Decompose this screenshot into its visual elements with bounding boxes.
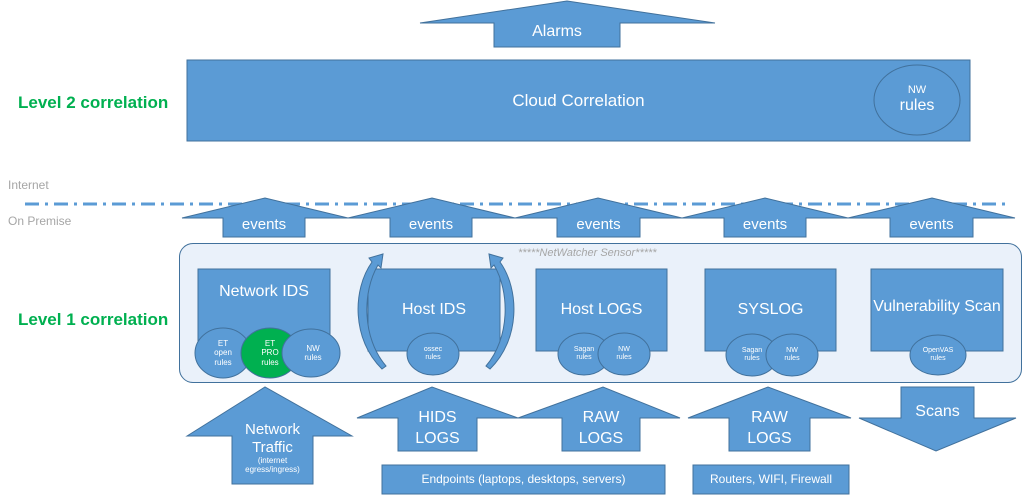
raw-logs-host-arrow xyxy=(517,386,681,452)
events-label-4: events xyxy=(742,216,788,234)
ossec-rules: ossec rules xyxy=(410,340,456,368)
nw-rules-ellipse-hostlogs xyxy=(597,332,651,376)
network-traffic-label: Network Traffic (internet egress/ingress… xyxy=(232,413,313,483)
network-traffic-sub2: egress/ingress) xyxy=(245,464,300,474)
ossec-rules-ellipse xyxy=(406,332,460,376)
openvas-rules: OpenVAS rules xyxy=(912,341,964,369)
scans-label: Scans xyxy=(915,402,960,420)
nw-rules-hostlogs: NW rules xyxy=(601,340,647,368)
hids-logs-arrow xyxy=(356,386,519,452)
events-arrow-2 xyxy=(347,197,516,238)
curved-arrow-right-icon xyxy=(485,253,515,370)
events-arrow-4 xyxy=(681,197,849,238)
events-label-3: events xyxy=(576,216,621,234)
network-traffic-arrow xyxy=(185,386,354,485)
et-pro-l3: rules xyxy=(261,357,279,367)
sagan-sl-l2: rules xyxy=(744,355,760,362)
alarms-label: Alarms xyxy=(532,22,582,40)
sagan-rules-hostlogs: Sagan rules xyxy=(561,340,607,368)
sagan-hl-l2: rules xyxy=(576,354,592,361)
cloud-correlation-label: Cloud Correlation xyxy=(512,90,645,110)
level2-label: Level 2 correlation xyxy=(18,93,169,112)
sagan-rules-syslog: Sagan rules xyxy=(729,341,775,369)
events-arrow-5 xyxy=(847,197,1016,238)
nw-hl-l2: rules xyxy=(616,354,632,361)
et-pro-rules: ET PRO rules xyxy=(247,333,293,373)
nw-hl-l1: NW xyxy=(618,345,630,353)
events-arrow-3 xyxy=(514,197,683,238)
nw-nids-l2: rules xyxy=(304,353,322,362)
nw-rules-ellipse-nids xyxy=(281,328,341,378)
network-traffic-line1: Network xyxy=(244,420,300,438)
events-arrow-1 xyxy=(181,197,349,238)
sensor-title: *****NetWatcher Sensor***** xyxy=(518,247,657,259)
raw-logs-syslog-arrow xyxy=(687,386,852,452)
network-traffic-line2: Traffic xyxy=(252,438,293,456)
network-ids-label: Network IDS xyxy=(219,282,309,300)
et-pro-l1: ET xyxy=(264,339,276,349)
vuln-scan-label: Vulnerability Scan xyxy=(873,297,1001,315)
hids-logs-label: HIDS LOGS xyxy=(398,407,477,451)
events-label-1: events xyxy=(241,216,287,234)
internet-label: Internet xyxy=(8,178,49,192)
ossec-l2: rules xyxy=(425,354,441,361)
network-devices-box xyxy=(692,464,850,495)
raw-logs-host-label: RAW LOGS xyxy=(562,407,640,451)
et-open-l3: rules xyxy=(214,357,232,367)
cloud-nw-rules: NW rules xyxy=(874,75,960,125)
endpoints-label: Endpoints (laptops, desktops, servers) xyxy=(421,472,626,487)
nw-rules-syslog: NW rules xyxy=(769,341,815,369)
raw-logs-syslog-line1: RAW xyxy=(751,409,788,427)
et-open-l1: ET xyxy=(217,339,229,349)
endpoints-box xyxy=(381,464,666,495)
raw-logs-host-line2: LOGS xyxy=(578,430,624,447)
host-logs-label: Host LOGS xyxy=(560,300,643,318)
cloud-nw-rules-line1: NW xyxy=(907,83,927,96)
hids-logs-line1: HIDS xyxy=(418,409,457,427)
et-pro-l2: PRO xyxy=(261,348,279,358)
network-devices-label: Routers, WIFI, Firewall xyxy=(709,472,832,487)
syslog-label: SYSLOG xyxy=(737,300,804,318)
raw-logs-host-line1: RAW xyxy=(582,409,620,427)
openvas-rules-ellipse xyxy=(909,334,967,376)
curved-arrow-left-icon xyxy=(357,253,387,370)
sagan-hl-l1: Sagan xyxy=(573,345,595,353)
on-premise-label: On Premise xyxy=(8,214,72,228)
network-traffic-sub1: (internet xyxy=(257,456,288,466)
openvas-l2: rules xyxy=(930,355,946,362)
events-label-5: events xyxy=(909,216,954,234)
nw-rules-ellipse-syslog xyxy=(765,333,819,377)
hids-logs-line2: LOGS xyxy=(415,430,460,447)
cloud-nw-rules-line2: rules xyxy=(899,97,935,115)
nw-nids-l1: NW xyxy=(306,343,320,353)
events-label-2: events xyxy=(408,216,454,234)
scans-arrow xyxy=(858,386,1017,452)
level1-label: Level 1 correlation xyxy=(18,310,169,329)
nw-sl-l2: rules xyxy=(784,355,800,362)
openvas-l1: OpenVAS xyxy=(922,346,954,354)
host-ids-label: Host IDS xyxy=(401,300,466,318)
ossec-l1: ossec xyxy=(423,345,443,353)
nw-sl-l1: NW xyxy=(786,346,798,354)
sagan-sl-l1: Sagan xyxy=(741,346,763,354)
et-open-rules: ET open rules xyxy=(200,333,246,373)
nw-rules-nids: NW rules xyxy=(290,336,336,370)
host-logs-box xyxy=(535,268,668,352)
raw-logs-syslog-label: RAW LOGS xyxy=(729,407,810,451)
raw-logs-syslog-line2: LOGS xyxy=(747,430,792,447)
et-open-l2: open xyxy=(214,348,232,358)
